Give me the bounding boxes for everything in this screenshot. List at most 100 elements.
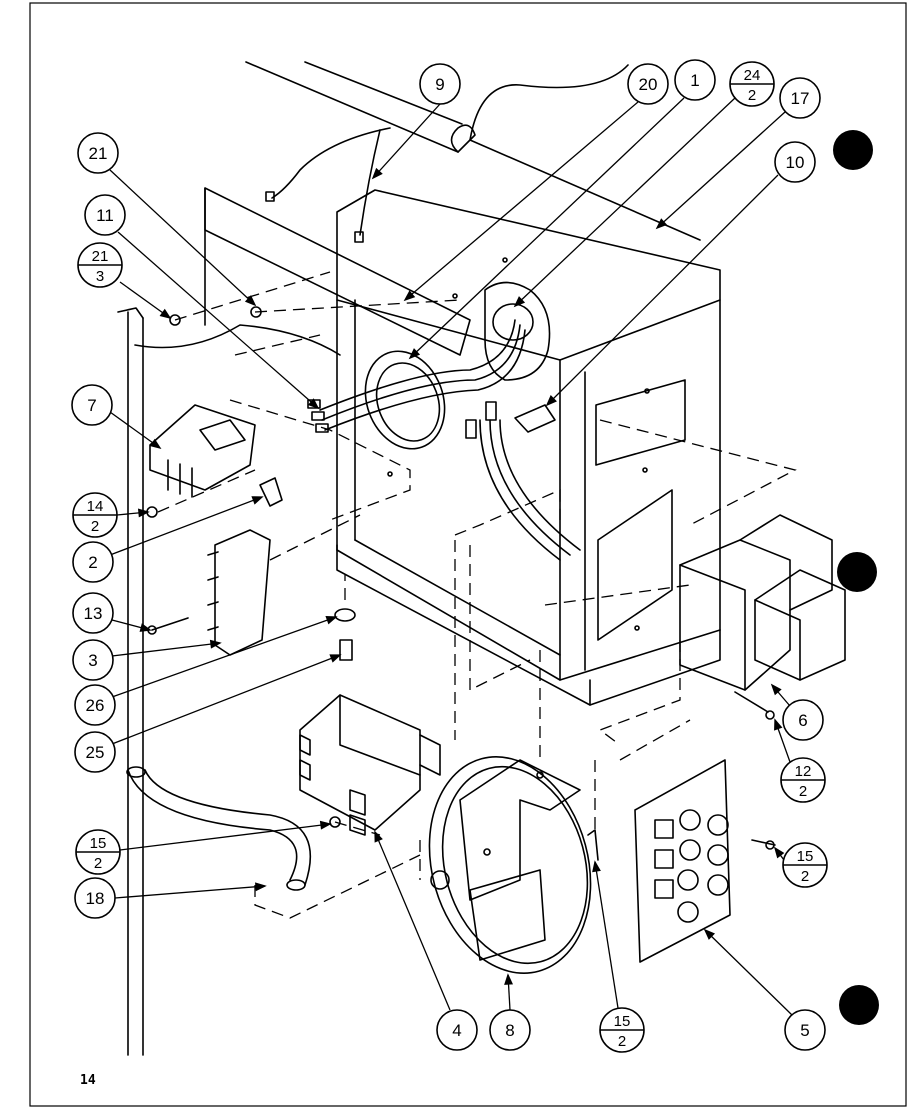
callout-circle [71,384,113,426]
relay-4-terminals [349,789,366,836]
callout-arrow [655,218,668,230]
wire-grommet [364,350,446,450]
callout-arrow [408,348,421,360]
screw-hole [634,625,640,631]
part-callout: 5 [784,1009,826,1051]
wire-terminal [465,419,477,439]
duct-edge [245,61,459,153]
control-box-base [336,544,721,706]
callout-arrow [773,846,785,859]
wire-bundle [324,329,526,431]
callout-part-number: 9 [435,75,444,94]
part-callout: 7 [71,384,113,426]
callout-part-number: 24 [744,67,761,84]
relay-body [199,419,246,451]
callout-leader [374,831,451,1011]
part-callout: 142 [72,492,118,538]
control-knob [677,901,699,923]
control-box-bottom [336,549,721,681]
control-switch [654,879,674,899]
wire-bundle [321,324,521,421]
callout-circle [489,1009,531,1051]
screw [587,829,599,861]
wire [271,127,391,199]
callout-part-number: 14 [87,498,104,515]
part-callout: 4 [436,1009,478,1051]
part-callout: 242 [729,61,775,107]
assembly-guide [599,419,797,526]
relay-4-terminals [299,734,311,781]
callout-leader [704,929,793,1016]
part-callout: 13 [72,592,114,634]
callout-leader [594,861,619,1009]
callout-part-number: 10 [786,153,805,172]
control-knob [707,814,729,836]
callout-circle [72,592,114,634]
callout-part-number: 25 [86,743,105,762]
callout-arrow [307,398,320,410]
part-callout: 3 [72,639,114,681]
callout-circle [77,132,119,174]
callout-part-number: 5 [800,1021,809,1040]
callout-part-number: 21 [89,144,108,163]
screw-hole [642,467,648,473]
part-callout: 2 [72,541,114,583]
control-panel-plate [634,759,731,963]
part-callout: 20 [627,63,669,105]
callout-circle [72,639,114,681]
wire-terminal [311,411,325,421]
assembly-guide [174,271,331,321]
drain-hose-end [286,879,306,891]
callout-part-number: 15 [614,1013,631,1030]
callout-quantity: 2 [94,855,102,872]
screw-head [765,840,775,850]
screw-hole [452,293,458,299]
callout-circle [627,63,669,105]
control-switch [654,849,674,869]
registration-dot [837,552,877,592]
part-callout: 10 [774,141,816,183]
drain-hose [144,769,312,886]
callout-leader [514,97,736,307]
duct-edge [304,61,463,125]
wire-connector [354,231,364,243]
callout-part-number: 26 [86,696,105,715]
motor-switch [469,869,546,961]
callout-part-number: 7 [87,396,96,415]
transformer-coil-edge [754,599,801,681]
assembly-guide [544,584,691,606]
callout-arrow [139,623,152,632]
callout-part-number: 8 [505,1021,514,1040]
callout-leader [109,411,161,449]
control-knob [679,839,701,861]
screw-head [765,710,775,720]
part-callout: 152 [599,1007,645,1053]
assembly-guide [619,719,691,761]
callout-arrow [137,508,150,518]
assembly-guide [234,334,321,356]
wire-bundle [499,419,581,551]
assembly-guide [269,514,361,561]
relay-4-bracket [419,734,441,776]
callout-circle [774,141,816,183]
motor-shaft [430,870,450,890]
page-border [29,2,907,1107]
callout-leader [656,111,786,229]
wire-grommet [375,362,441,442]
mounting-rail-top [117,307,144,319]
part-callout: 213 [77,242,123,288]
grommet-cover [484,281,551,381]
assembly-guide [229,399,411,521]
relay-terminals [167,459,193,498]
relay-4-edge [339,694,421,776]
callout-leader [111,654,341,745]
callout-circle [74,731,116,773]
part-callout: 17 [779,77,821,119]
callout-leader [119,281,171,319]
page-number: 14 [80,1073,96,1088]
screw-hole [483,848,491,856]
assembly-guide [254,854,421,919]
part-callout: 122 [780,757,826,803]
callout-arrow [209,639,222,649]
callout-circle [419,63,461,105]
